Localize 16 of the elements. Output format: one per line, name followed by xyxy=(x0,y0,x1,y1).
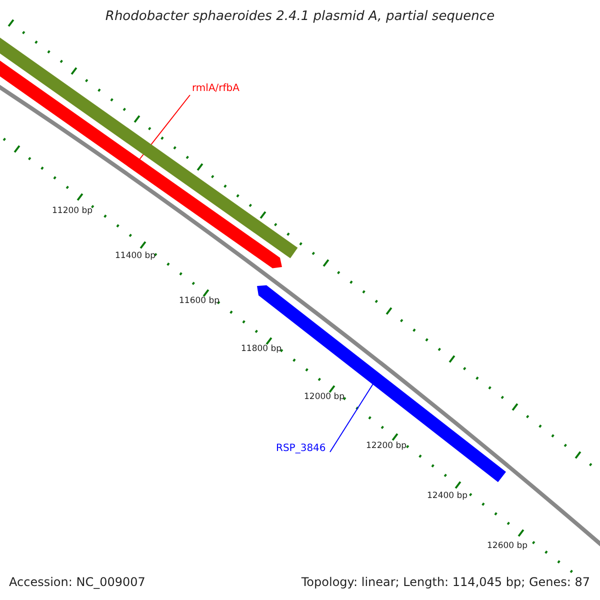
gene-label: RSP_3846 xyxy=(276,443,326,454)
scale-label: 12400 bp xyxy=(427,492,468,502)
gene-bar xyxy=(0,36,298,258)
scale-label: 11600 bp xyxy=(179,297,220,306)
footer-text: Accession: NC_009007 xyxy=(9,576,146,590)
scale-label: 12200 bp xyxy=(366,442,407,452)
scale-label: 11800 bp xyxy=(241,345,282,354)
scale-label: 12000 bp xyxy=(304,393,345,402)
gene-arrow xyxy=(0,60,282,268)
diagram-title: Rhodobacter sphaeroides 2.4.1 plasmid A, partial sequence xyxy=(104,10,496,24)
footer-text: Topology: linear; Length: 114,045 bp; Genes: 87 xyxy=(301,576,590,590)
leader-line xyxy=(330,384,374,452)
scale-label: 11400 bp xyxy=(115,252,156,262)
scale-label: 12600 bp xyxy=(487,542,528,552)
gene-label: rmlA/rfbA xyxy=(192,83,240,94)
scale-label: 11200 bp xyxy=(52,207,93,216)
